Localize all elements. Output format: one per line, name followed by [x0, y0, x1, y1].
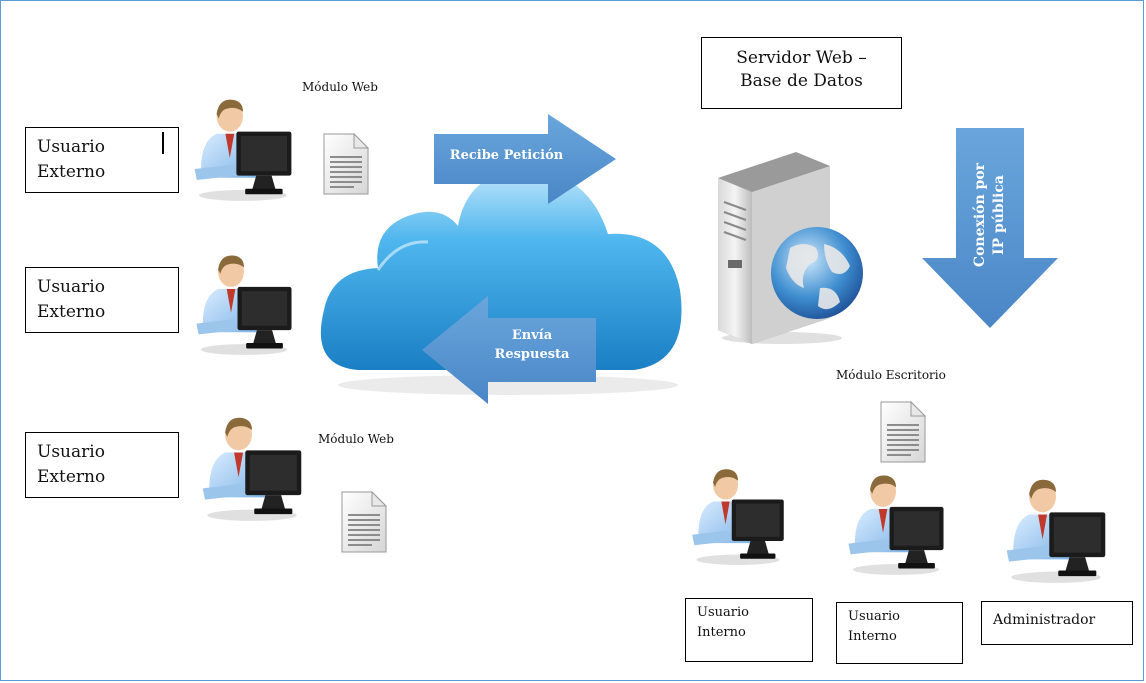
connection-arrow — [922, 128, 1058, 328]
connection-line2: IP pública — [991, 175, 1007, 255]
document-icon — [323, 133, 369, 195]
server-box: Servidor Web – Base de Datos — [701, 37, 902, 109]
web-module-label-bottom: Módulo Web — [318, 432, 394, 446]
response-arrow — [422, 296, 596, 404]
internal-user-2-line1: Usuario — [848, 609, 900, 624]
document-icon — [341, 491, 387, 553]
web-module-label-top: Módulo Web — [302, 80, 378, 94]
user-computer-icon — [848, 475, 944, 575]
admin-label: Administrador — [993, 612, 1096, 628]
user-computer-icon — [194, 99, 292, 201]
text-cursor — [162, 132, 164, 154]
response-arrow-line2: Respuesta — [494, 347, 570, 362]
connection-line1: Conexión por — [972, 162, 988, 268]
user-computer-icon — [692, 469, 784, 565]
internal-user-box-1: Usuario Interno — [685, 598, 813, 662]
internal-user-2-line2: Interno — [848, 629, 897, 644]
internal-user-box-2: Usuario Interno — [836, 602, 963, 664]
document-icon — [880, 401, 926, 463]
user-computer-icon — [196, 255, 292, 355]
response-arrow-label: Envía Respuesta — [482, 326, 582, 364]
server-line2: Base de Datos — [740, 71, 863, 91]
server-line1: Servidor Web – — [736, 48, 867, 68]
response-arrow-line1: Envía — [511, 328, 553, 343]
desktop-module-label: Módulo Escritorio — [836, 368, 946, 382]
admin-box: Administrador — [981, 601, 1133, 645]
request-arrow-label: Recibe Petición — [449, 148, 564, 163]
internal-user-1-line1: Usuario — [697, 605, 749, 620]
user-computer-icon — [202, 417, 302, 521]
user-computer-icon — [1006, 479, 1106, 583]
internal-user-1-line2: Interno — [697, 625, 746, 640]
server-icon — [718, 152, 863, 344]
request-arrow — [434, 114, 616, 204]
